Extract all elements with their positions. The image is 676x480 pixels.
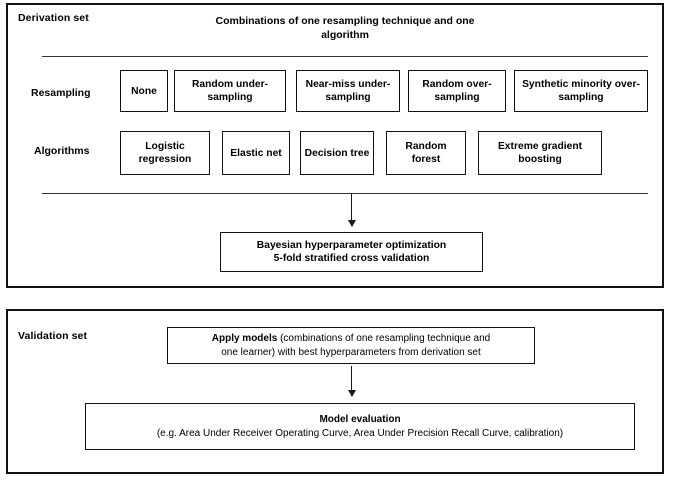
algorithm-node-random-forest: Random forest — [386, 131, 466, 175]
apply-models-box: Apply models (combinations of one resamp… — [167, 327, 535, 364]
resampling-node-synthetic-minority-over-sampling: Synthetic minority over-sampling — [514, 70, 648, 112]
bayesian-optimization-box: Bayesian hyperparameter optimization 5-f… — [220, 232, 483, 272]
apply-models-line-2: one learner) with best hyperparameters f… — [221, 346, 481, 358]
model-evaluation-detail: (e.g. Area Under Receiver Operating Curv… — [156, 427, 564, 439]
validation-set-label: Validation set — [18, 330, 88, 342]
bayesian-line-2: 5-fold stratified cross validation — [273, 253, 430, 264]
model-evaluation-box: Model evaluation (e.g. Area Under Receiv… — [85, 403, 635, 450]
row-label-resampling: Resampling — [31, 87, 91, 99]
resampling-node-random-over-sampling: Random over-sampling — [408, 70, 506, 112]
row-label-algorithms: Algorithms — [34, 145, 90, 157]
divider-top — [42, 56, 648, 57]
arrow-down-to-bayesian-box — [347, 194, 356, 227]
resampling-node-none: None — [120, 70, 168, 112]
algorithm-node-extreme-gradient-boosting: Extreme gradient boosting — [478, 131, 602, 175]
algorithm-node-elastic-net: Elastic net — [222, 131, 290, 175]
arrow-down-to-evaluation-box — [347, 366, 356, 397]
algorithm-node-decision-tree: Decision tree — [300, 131, 374, 175]
algorithm-node-logistic-regression: Logistic regression — [120, 131, 210, 175]
derivation-set-label: Derivation set — [18, 12, 89, 24]
apply-models-line-1: Apply models (combinations of one resamp… — [212, 332, 491, 346]
resampling-node-random-under-sampling: Random under-sampling — [174, 70, 286, 112]
apply-models-lead: Apply models — [211, 333, 278, 344]
divider-bottom — [42, 193, 648, 194]
apply-models-rest: (combinations of one resampling techniqu… — [277, 333, 491, 344]
model-evaluation-title: Model evaluation — [319, 413, 401, 425]
page-title: Combinations of one resampling technique… — [215, 15, 475, 41]
resampling-node-near-miss-under-sampling: Near-miss under-sampling — [296, 70, 400, 112]
bayesian-line-1: Bayesian hyperparameter optimization — [256, 240, 447, 251]
